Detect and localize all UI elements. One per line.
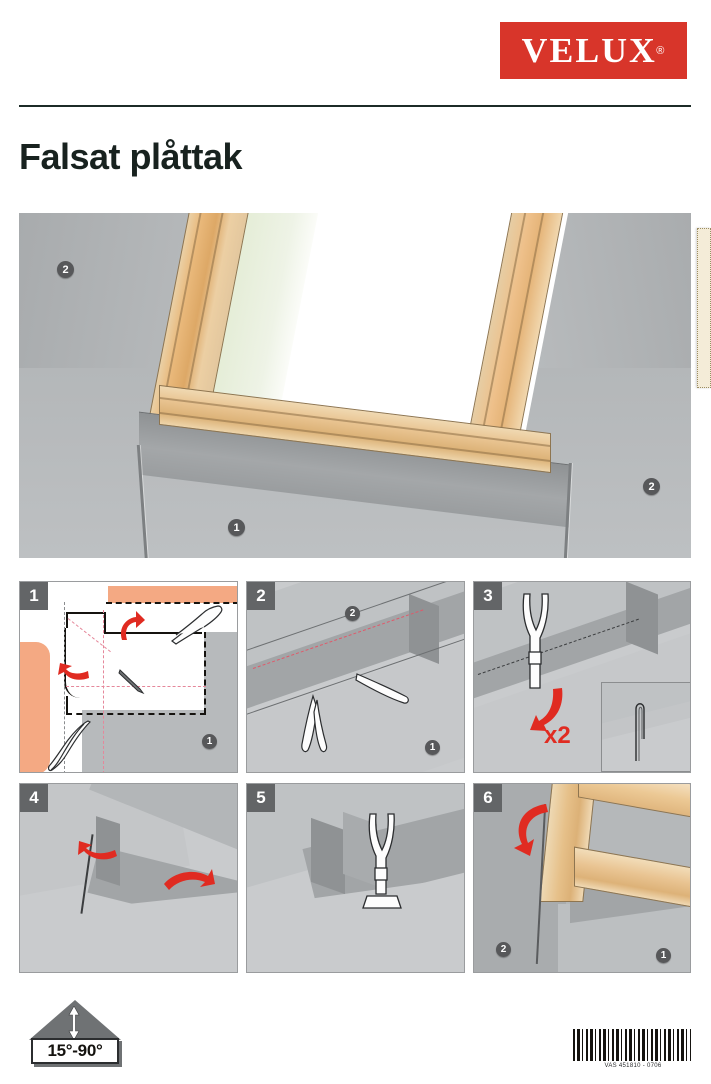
- step-number-2: 2: [247, 582, 275, 610]
- pitch-range-value: 15°-90°: [47, 1041, 103, 1060]
- step1-pliers-icon-bottom: [48, 720, 92, 772]
- barcode-reference-number: VAS 451810 - 0706: [604, 1063, 662, 1069]
- velux-logo: VELUX®: [500, 22, 687, 79]
- page-title: Falsat plåttak: [19, 136, 243, 178]
- step3-inset-seam-detail-icon: [635, 703, 645, 761]
- step1-dash-bottom: [66, 713, 206, 715]
- pitch-range-box: 15°-90°: [31, 1038, 119, 1064]
- step-number-5: 5: [247, 784, 275, 812]
- step1-salmon-band-top: [108, 586, 237, 603]
- step1-marker-icon: [118, 669, 145, 695]
- title-divider: [19, 105, 691, 107]
- step1-white-notch: [64, 612, 104, 632]
- step4-fold-arrow-left-icon: [78, 841, 117, 860]
- step3-repeat-label: x2: [544, 722, 571, 749]
- step-panel-6: 6 2 1: [473, 783, 691, 973]
- barcode-area: VAS 451810 - 0706: [573, 1029, 693, 1069]
- step1-outline-curve: [64, 628, 80, 698]
- document-header: VELUX® Falsat plåttak: [0, 0, 711, 178]
- step-panel-5: 5: [246, 783, 465, 973]
- callout-badge-2-right: 2: [643, 478, 660, 495]
- step1-dash-top: [106, 602, 237, 604]
- step1-outline-step: [104, 612, 106, 633]
- step-number-6: 6: [474, 784, 502, 812]
- roof-pitch-indicator: 15°-90°: [21, 1000, 129, 1070]
- step-panel-2: 2 2 1: [246, 581, 465, 773]
- step1-guide-pink-vertical: [103, 610, 104, 772]
- step1-guide-vertical: [64, 602, 65, 772]
- step3-fold-arrow-icon: [530, 688, 563, 731]
- step1-pliers-icon-top: [171, 605, 223, 645]
- step-panel-3: x2 3: [473, 581, 691, 773]
- step5-seaming-tool-icon: [362, 813, 402, 909]
- step3-seaming-tool-icon: [522, 593, 549, 689]
- step1-outline-upper: [104, 632, 202, 634]
- main-illustration: 2 2 1: [19, 213, 691, 558]
- step1-fold-arrow-left-icon: [58, 663, 89, 680]
- step2-callout-badge-1: 1: [425, 740, 440, 755]
- step-panel-1: 1 1: [19, 581, 238, 773]
- step-panel-4: 4: [19, 783, 238, 973]
- step1-outline-left: [66, 612, 68, 628]
- callout-badge-2-left: 2: [57, 261, 74, 278]
- step3-detail-inset: [601, 682, 690, 772]
- registered-trademark-icon: ®: [656, 44, 665, 57]
- step-number-4: 4: [20, 784, 48, 812]
- step1-outline-lower-left: [66, 696, 68, 714]
- callout-badge-1-bottom: 1: [228, 519, 245, 536]
- step-number-3: 3: [474, 582, 502, 610]
- page-side-tab: [697, 228, 711, 388]
- barcode-icon: [573, 1029, 691, 1061]
- step2-pliers-icon-right: [355, 673, 409, 704]
- velux-wordmark: VELUX: [521, 31, 657, 70]
- step1-callout-badge-1: 1: [202, 734, 217, 749]
- step6-fold-arrow-icon: [514, 804, 548, 856]
- step3-upstand: [626, 582, 658, 655]
- step1-salmon-band-left: [20, 642, 50, 772]
- step6-callout-badge-2: 2: [496, 942, 511, 957]
- step1-outline-top: [66, 612, 106, 614]
- step6-callout-badge-1: 1: [656, 948, 671, 963]
- step4-fold-arrow-right-icon: [164, 869, 215, 890]
- step-number-1: 1: [20, 582, 48, 610]
- step2-callout-badge-2: 2: [345, 606, 360, 621]
- step1-fold-arrow-up-icon: [120, 611, 145, 640]
- step1-dash-right: [204, 632, 206, 714]
- double-arrow-icon: [68, 1006, 80, 1040]
- step5-upstand-left: [311, 817, 345, 895]
- step2-pliers-icon-left: [301, 694, 328, 753]
- steps-grid: 1 1 2 2 1: [19, 581, 691, 979]
